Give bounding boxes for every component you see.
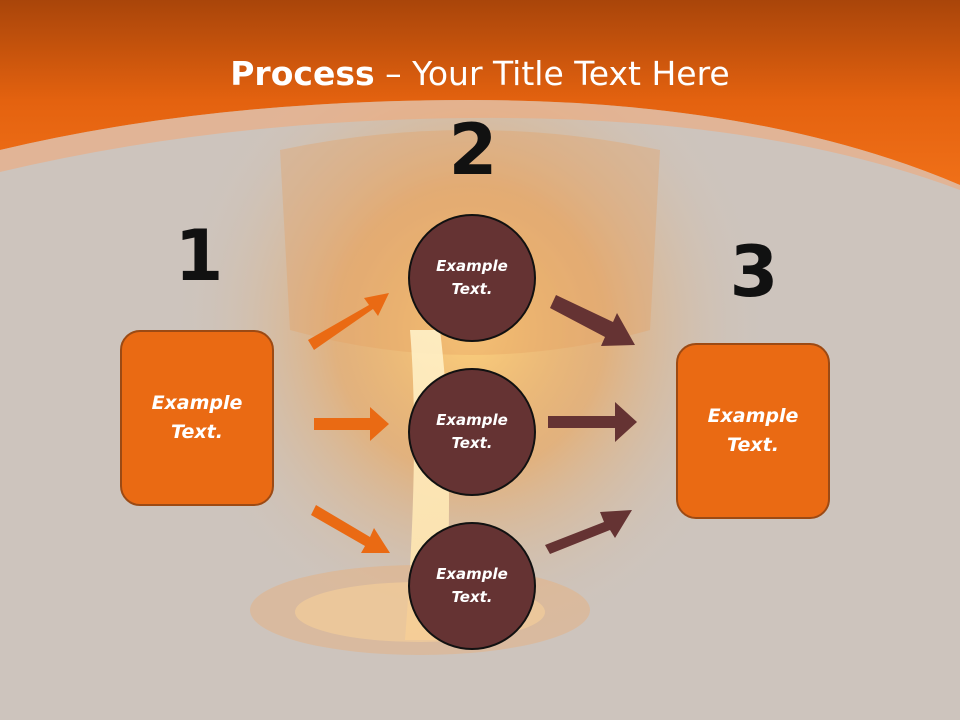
title-rest: – Your Title Text Here bbox=[374, 54, 730, 93]
arrow-top-to-right bbox=[550, 295, 635, 346]
circle-text-line2: Text. bbox=[451, 588, 493, 606]
step-number-3: 3 bbox=[729, 231, 779, 313]
arrow-middle-to-right bbox=[548, 402, 637, 442]
arrow-left-to-middle bbox=[314, 407, 389, 441]
arrow-left-to-top bbox=[308, 293, 389, 350]
arrow-left-to-bottom bbox=[311, 505, 390, 553]
step-number-1: 1 bbox=[174, 215, 224, 297]
circle-text-line1: Example bbox=[436, 565, 508, 583]
box-text-line2: Text. bbox=[171, 421, 223, 443]
step-2-circle-middle: Example Text. bbox=[408, 368, 536, 496]
circle-text-line1: Example bbox=[436, 411, 508, 429]
circle-text-line2: Text. bbox=[451, 434, 493, 452]
step-2-circle-top: Example Text. bbox=[408, 214, 536, 342]
step-2-circle-bottom: Example Text. bbox=[408, 522, 536, 650]
title-bold: Process bbox=[230, 54, 375, 93]
step-number-2: 2 bbox=[448, 109, 498, 191]
step-3-box: Example Text. bbox=[676, 343, 830, 519]
step-1-box: Example Text. bbox=[120, 330, 274, 506]
circle-text-line2: Text. bbox=[451, 280, 493, 298]
box-text-line1: Example bbox=[707, 405, 799, 427]
box-text-line1: Example bbox=[151, 392, 243, 414]
header-band bbox=[0, 0, 960, 190]
slide-title: Process – Your Title Text Here bbox=[0, 52, 960, 96]
circle-text-line1: Example bbox=[436, 257, 508, 275]
arrow-bottom-to-right bbox=[545, 510, 632, 554]
box-text-line2: Text. bbox=[727, 434, 779, 456]
